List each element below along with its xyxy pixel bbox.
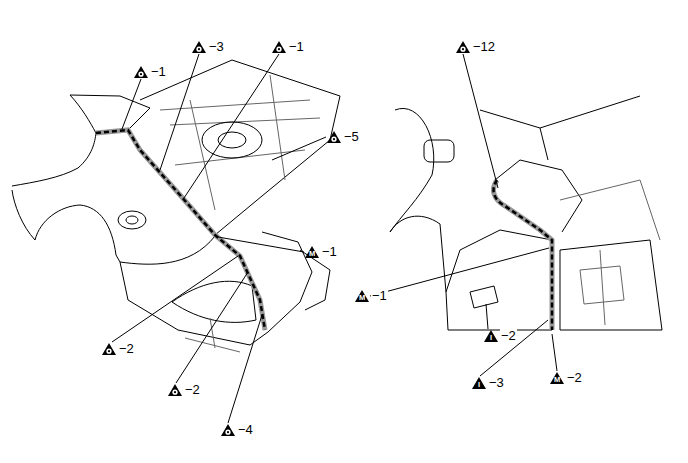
left-car-body [12,60,340,352]
wheel-arch [390,216,446,292]
callout-number: −1 [150,64,167,79]
spare-tire-well [202,122,262,158]
panel-reinforcement [580,250,624,325]
right-car-body [390,96,662,330]
floor-edge [560,180,660,240]
sealer-symbol [221,424,235,436]
leader-line [176,272,248,383]
callout-number: −1 [371,288,388,303]
callout-number: −3 [488,375,505,390]
symbol-triangle [355,290,369,302]
trunk-floor [140,60,340,235]
symbol-letter: I [472,380,486,389]
sealer-line [96,130,265,330]
floor-ribs [160,75,320,210]
leader-lines [112,54,557,423]
callout-number: −1 [288,39,305,54]
sealer-symbol [272,41,286,53]
left-sealer [96,130,265,330]
symbol-letter: M [550,375,564,384]
symbol-triangle [472,377,486,389]
sealer-symbol [327,131,341,143]
fuel-opening [424,140,454,162]
rear-upper-panel [480,96,640,160]
fender-edge [390,108,434,232]
leader-line [480,320,548,376]
leader-line [552,334,557,371]
rear-end-panel [560,240,662,330]
leader-line [184,54,279,198]
leader-line [486,304,488,329]
sealer-symbol [134,66,148,78]
sealer-symbol [456,41,470,53]
sealer-symbol [102,343,116,355]
callout-number: −2 [500,328,517,343]
rear-lower-panel [120,232,312,345]
leader-line [272,137,326,160]
symbol-triangle [305,246,319,258]
c-pillar [70,95,150,133]
quarter-panel-front [12,190,35,240]
callout-number: −2 [184,382,201,397]
callout-number: −1 [321,244,338,259]
sealer-band [96,130,265,330]
symbol-icons [102,41,564,436]
leader-line [112,256,238,342]
callout-number: −12 [472,39,496,54]
leader-line [370,248,549,296]
symbol-triangle [550,372,564,384]
symbol-letter: I [484,333,498,342]
symbol-letter: M [305,249,319,258]
fuel-door [118,211,146,229]
leader-line [218,237,304,252]
bumper-lines [185,318,240,352]
symbol-letter: M [355,293,369,302]
wheel-arch [35,205,215,264]
lamp-housing [495,160,582,232]
symbol-triangle [484,330,498,342]
rear-member [300,250,330,310]
callout-number: −5 [343,129,360,144]
leader-line [122,79,141,129]
leader-line [463,54,498,188]
quarter-inner [446,230,552,330]
callout-number: −2 [566,370,583,385]
square-hole [470,286,498,308]
callout-number: −2 [118,341,135,356]
callout-number: −4 [237,422,254,437]
lamp-opening [172,281,256,322]
leader-line [228,315,262,423]
fuel-cap [126,216,138,224]
sealer-symbol [168,384,182,396]
quarter-panel-edge [12,133,96,186]
callout-number: −3 [208,39,225,54]
sealer-symbol [192,41,206,53]
